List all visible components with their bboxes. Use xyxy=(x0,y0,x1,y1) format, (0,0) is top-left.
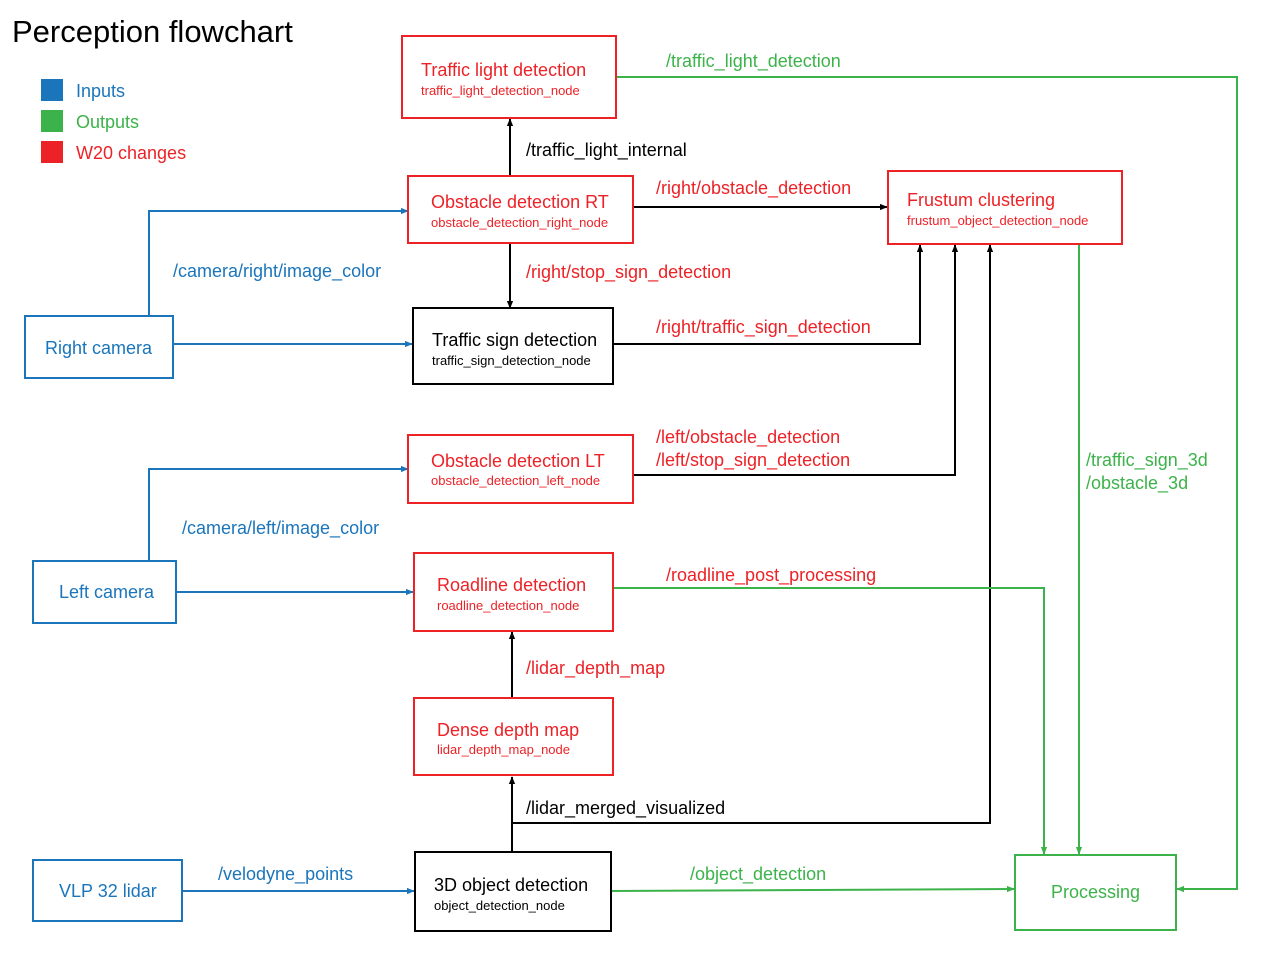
legend-swatch-changes xyxy=(41,141,63,163)
topic-right-traffic-sign-detection: /right/traffic_sign_detection xyxy=(656,317,871,338)
node-box xyxy=(413,697,614,776)
node-subtitle: traffic_light_detection_node xyxy=(421,83,580,98)
node-box xyxy=(32,859,183,922)
edge-right-camera-to-obstacle-rt xyxy=(148,207,409,316)
topic-left-stop-sign-detection: /left/stop_sign_detection xyxy=(656,450,850,471)
node-box xyxy=(32,560,177,624)
edge-roadline-to-processing xyxy=(613,587,1048,855)
topic-traffic-sign-3d: /traffic_sign_3d xyxy=(1086,450,1208,471)
node-title: VLP 32 lidar xyxy=(59,881,157,901)
node-subtitle: frustum_object_detection_node xyxy=(907,213,1088,228)
node-subtitle: traffic_sign_detection_node xyxy=(432,353,591,368)
topic-object-detection: /object_detection xyxy=(690,864,826,885)
node-box xyxy=(887,170,1123,245)
node-obstacle-detection-lt: Obstacle detection LT obstacle_detection… xyxy=(407,434,634,504)
node-title: Left camera xyxy=(59,582,155,602)
topic-velodyne-points: /velodyne_points xyxy=(218,864,353,885)
node-title: Roadline detection xyxy=(437,575,586,595)
node-dense-depth-map: Dense depth map lidar_depth_map_node xyxy=(413,697,614,776)
node-title: Obstacle detection LT xyxy=(431,451,605,471)
node-title: 3D object detection xyxy=(434,875,588,895)
page-title: Perception flowchart xyxy=(12,14,293,49)
node-processing: Processing xyxy=(1014,854,1177,931)
node-box xyxy=(1014,854,1177,931)
node-title: Traffic light detection xyxy=(421,60,586,80)
node-obstacle-detection-rt: Obstacle detection RT obstacle_detection… xyxy=(407,175,634,244)
legend-label-outputs: Outputs xyxy=(76,112,139,132)
node-box xyxy=(407,434,634,504)
legend: Inputs Outputs W20 changes xyxy=(41,79,186,163)
edge-3d-object-to-processing xyxy=(610,885,1015,893)
node-3d-object-detection: 3D object detection object_detection_nod… xyxy=(414,851,612,932)
legend-swatch-outputs xyxy=(41,110,63,132)
node-subtitle: object_detection_node xyxy=(434,898,565,913)
node-traffic-light-detection: Traffic light detection traffic_light_de… xyxy=(401,35,617,119)
edge-traffic-light-to-processing xyxy=(616,76,1238,893)
node-title: Traffic sign detection xyxy=(432,330,597,350)
node-title: Frustum clustering xyxy=(907,190,1055,210)
topic-camera-left-image-color: /camera/left/image_color xyxy=(182,518,379,539)
node-left-camera: Left camera xyxy=(32,560,177,624)
legend-label-changes: W20 changes xyxy=(76,143,186,163)
topic-traffic-light-internal: /traffic_light_internal xyxy=(526,140,687,161)
node-subtitle: roadline_detection_node xyxy=(437,598,579,613)
node-title: Processing xyxy=(1051,882,1140,902)
node-box xyxy=(401,35,617,119)
node-title: Dense depth map xyxy=(437,720,579,740)
node-box xyxy=(24,315,174,379)
node-box xyxy=(412,307,614,385)
edge-left-camera-to-obstacle-lt xyxy=(148,465,409,560)
legend-label-inputs: Inputs xyxy=(76,81,125,101)
topic-lidar-merged-visualized: /lidar_merged_visualized xyxy=(526,798,725,819)
node-box xyxy=(407,175,634,244)
topic-traffic-light-detection: /traffic_light_detection xyxy=(666,51,841,72)
node-box xyxy=(413,552,614,632)
node-right-camera: Right camera xyxy=(24,315,174,379)
node-vlp-32-lidar: VLP 32 lidar xyxy=(32,859,183,922)
topic-right-stop-sign-detection: /right/stop_sign_detection xyxy=(526,262,731,283)
edge-traffic-sign-to-frustum xyxy=(613,244,924,345)
node-subtitle: lidar_depth_map_node xyxy=(437,742,570,757)
node-title: Right camera xyxy=(45,338,153,358)
node-traffic-sign-detection: Traffic sign detection traffic_sign_dete… xyxy=(412,307,614,385)
topic-obstacle-3d: /obstacle_3d xyxy=(1086,473,1188,494)
node-box xyxy=(414,851,612,932)
topic-roadline-post-processing: /roadline_post_processing xyxy=(666,565,876,586)
node-title: Obstacle detection RT xyxy=(431,192,609,212)
legend-swatch-inputs xyxy=(41,79,63,101)
topic-right-obstacle-detection: /right/obstacle_detection xyxy=(656,178,851,199)
node-frustum-clustering: Frustum clustering frustum_object_detect… xyxy=(887,170,1123,245)
topic-camera-right-image-color: /camera/right/image_color xyxy=(173,261,381,282)
topic-lidar-depth-map: /lidar_depth_map xyxy=(526,658,665,679)
edge-obstacle-lt-to-frustum xyxy=(633,244,959,476)
node-subtitle: obstacle_detection_left_node xyxy=(431,473,600,488)
edge-3d-object-to-frustum xyxy=(511,244,994,852)
node-subtitle: obstacle_detection_right_node xyxy=(431,215,608,230)
node-roadline-detection: Roadline detection roadline_detection_no… xyxy=(413,552,614,632)
topic-left-obstacle-detection: /left/obstacle_detection xyxy=(656,427,840,448)
